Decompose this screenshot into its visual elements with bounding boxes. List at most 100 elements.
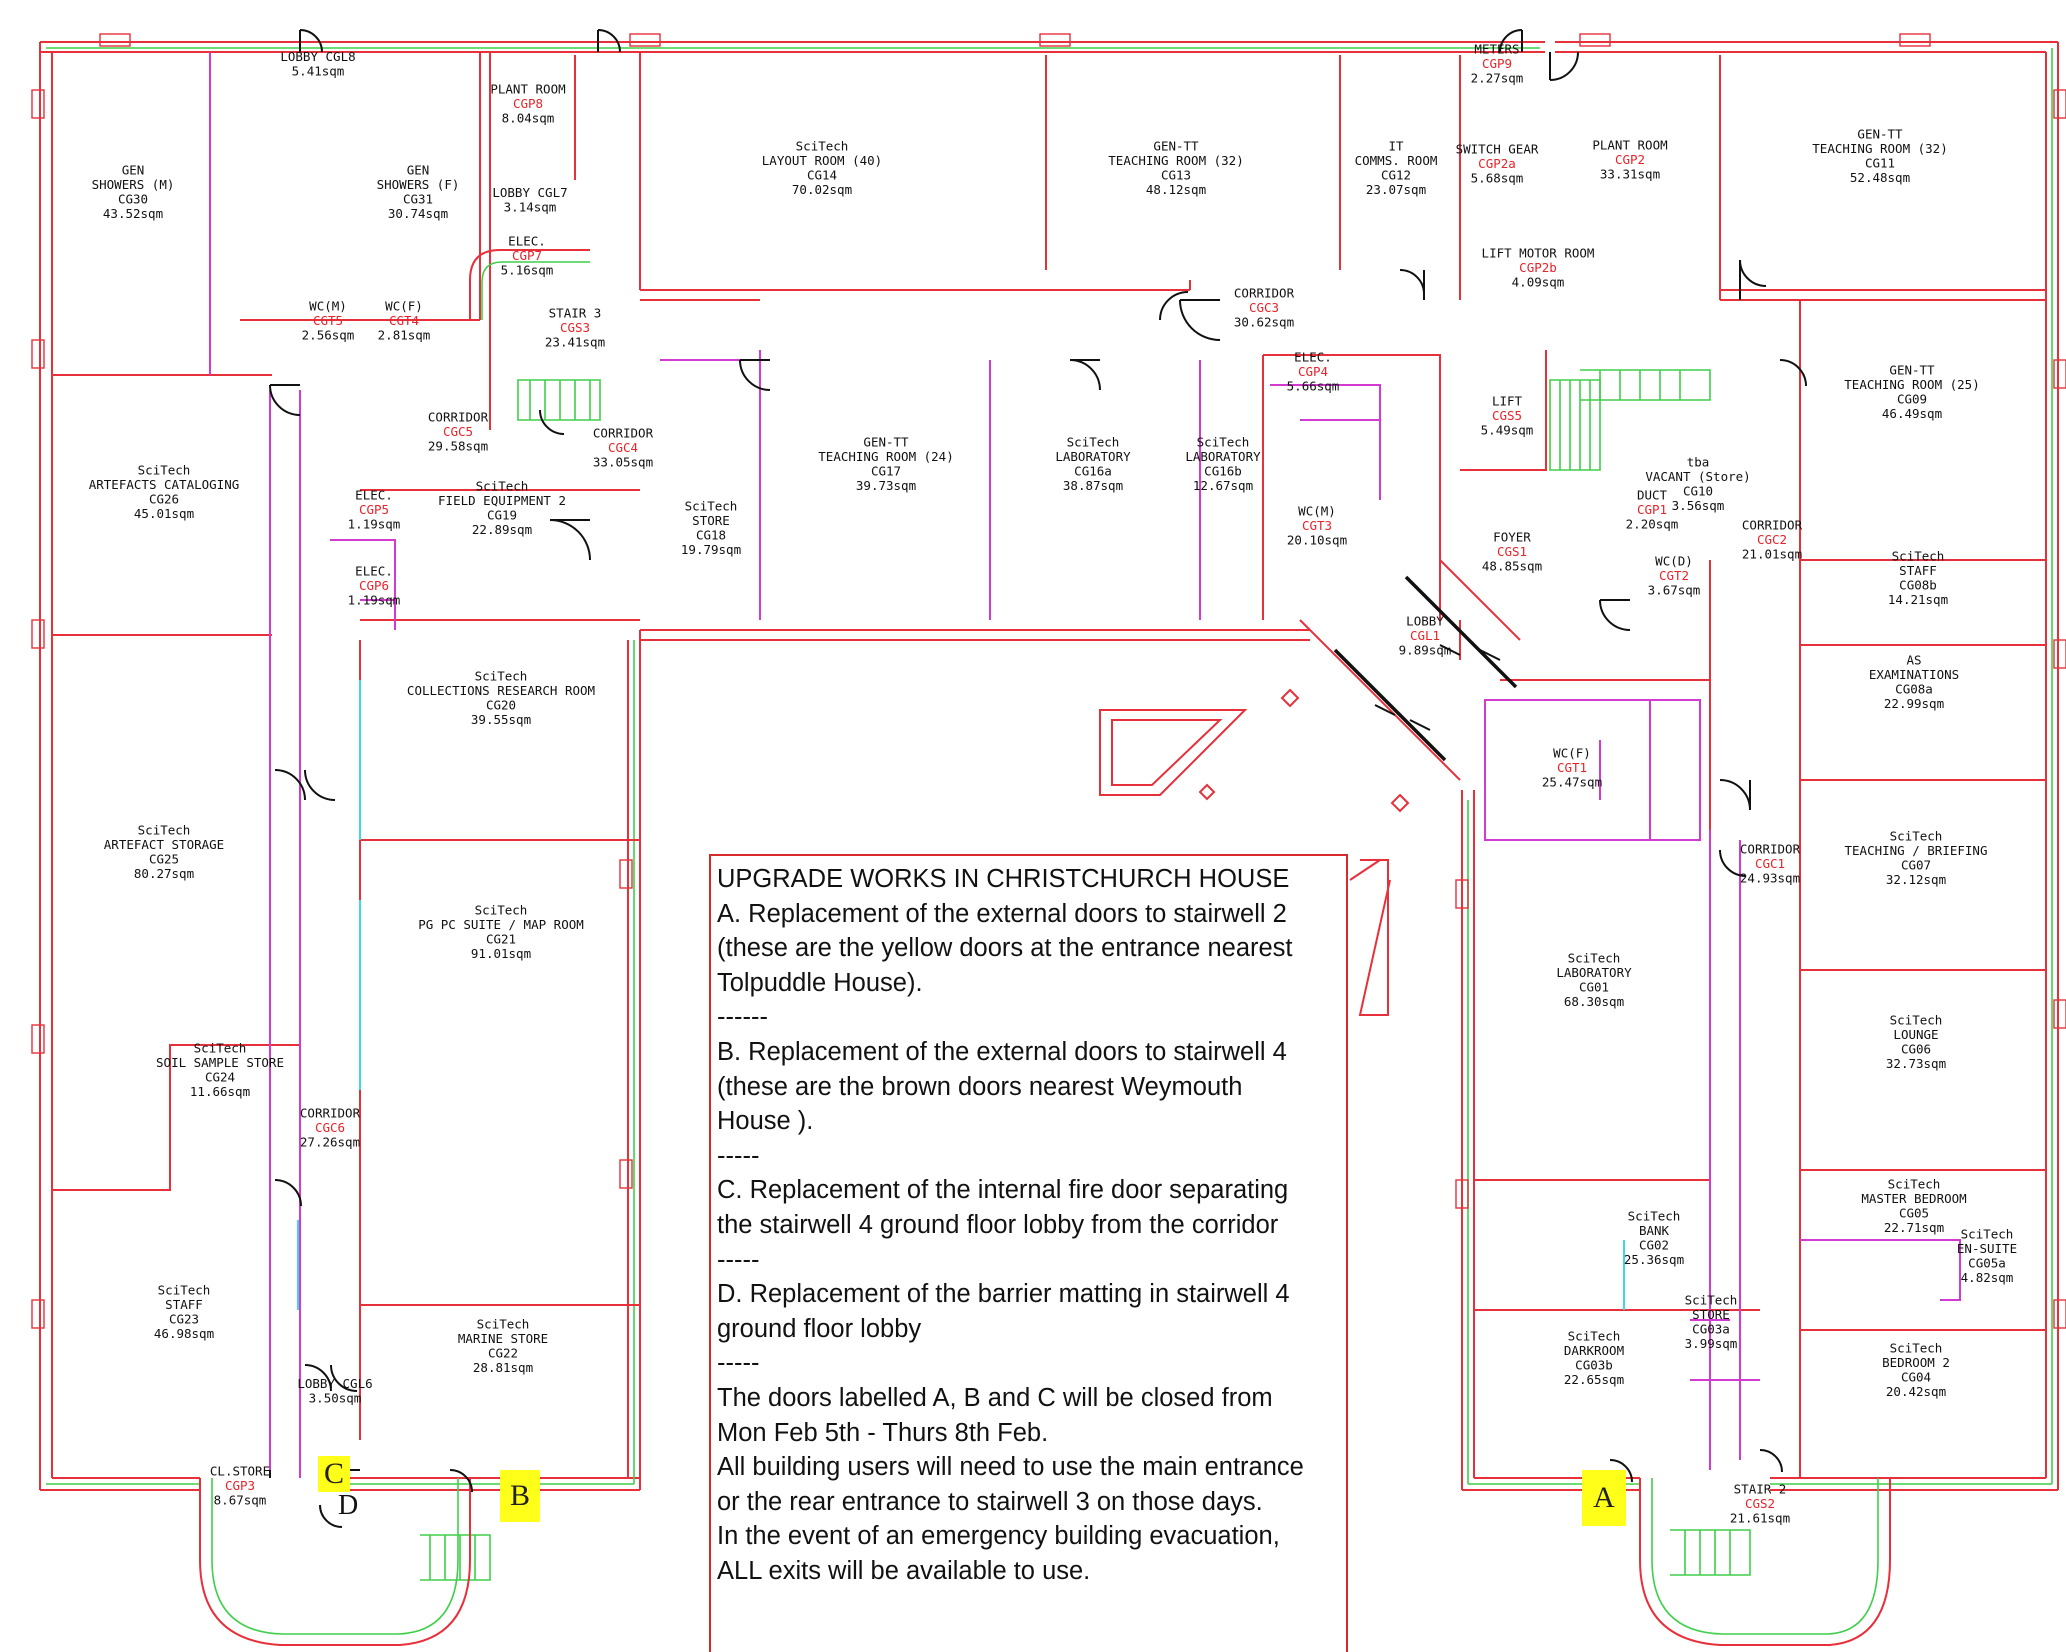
room-label-line: 22.65sqm	[1564, 1372, 1624, 1387]
notice-line: The doors labelled A, B and C will be cl…	[717, 1383, 1273, 1412]
room-label-line: TEACHING / BRIEFING	[1845, 843, 1988, 858]
room-label-line: STORE	[1692, 1307, 1730, 1322]
room-label-line: PG PC SUITE / MAP ROOM	[418, 917, 584, 932]
marker-b: B	[500, 1470, 540, 1522]
marker-c: C	[318, 1456, 350, 1492]
room-label-line: 19.79sqm	[681, 542, 741, 557]
room-label-line: CG13	[1161, 167, 1191, 182]
room-label-line: FOYER	[1493, 530, 1531, 545]
room-label-line: CG08b	[1899, 577, 1937, 592]
room-label-line: ELEC.	[508, 234, 546, 249]
room-label-line: ELEC.	[1294, 350, 1332, 365]
room-label-line: LOBBY CGL7	[492, 185, 567, 200]
room-label-line: 14.21sqm	[1888, 592, 1948, 607]
notice-line: In the event of an emergency building ev…	[717, 1522, 1280, 1551]
notice-title: UPGRADE WORKS IN CHRISTCHURCH HOUSE	[717, 865, 1290, 893]
room-label-line: LABORATORY	[1055, 449, 1131, 464]
room-label-line: 8.04sqm	[502, 111, 555, 126]
room-label-line: WC(M)	[1298, 504, 1336, 519]
room-label-line: WC(F)	[385, 299, 423, 314]
room-label-line: SciTech	[1568, 1328, 1621, 1343]
notice-line: Tolpuddle House).	[717, 968, 923, 997]
notice-line: B. Replacement of the external doors to …	[717, 1037, 1287, 1066]
room-label-line: BANK	[1639, 1223, 1670, 1238]
room-label-line: IT	[1388, 138, 1404, 153]
room-label-line: CGP5	[359, 502, 389, 517]
room-label-line: 3.99sqm	[1685, 1336, 1738, 1351]
room-label-line: 20.10sqm	[1287, 533, 1347, 548]
room-label-line: CORRIDOR	[1234, 286, 1295, 301]
room-label-line: DARKROOM	[1564, 1343, 1624, 1358]
room-label-line: 39.73sqm	[856, 478, 916, 493]
room-label-line: CG24	[205, 1069, 235, 1084]
room-label-line: 32.12sqm	[1886, 872, 1946, 887]
room-label-line: 8.67sqm	[214, 1493, 267, 1508]
room-label-line: LOBBY CGL6	[297, 1376, 372, 1391]
room-label-line: CG22	[488, 1345, 518, 1360]
room-label-line: STAFF	[165, 1297, 203, 1312]
room-label-line: CORRIDOR	[1742, 518, 1803, 533]
room-label-line: 1.19sqm	[348, 593, 401, 608]
notice-line: ground floor lobby	[717, 1314, 922, 1343]
room-label-line: 25.47sqm	[1542, 775, 1602, 790]
room-label-line: 2.27sqm	[1471, 71, 1524, 86]
room-label-line: 21.01sqm	[1742, 547, 1802, 562]
room-label-line: SciTech	[1890, 1012, 1943, 1027]
room-label-line: SciTech	[1890, 1340, 1943, 1355]
room-label-line: CG25	[149, 851, 179, 866]
room-label-line: 3.50sqm	[309, 1390, 362, 1405]
room-label-line: 38.87sqm	[1063, 478, 1123, 493]
room-label-line: SciTech	[1685, 1292, 1738, 1307]
marker-d: D	[338, 1490, 359, 1521]
room-label-line: CGS3	[560, 320, 590, 335]
room-label-line: CGT4	[389, 313, 419, 328]
room-label-line: 5.16sqm	[501, 263, 554, 278]
room-label-line: 91.01sqm	[471, 946, 531, 961]
room-label-line: CG10	[1683, 483, 1713, 498]
notice-line: D. Replacement of the barrier matting in…	[717, 1280, 1290, 1309]
room-label-line: SciTech	[194, 1040, 247, 1055]
room-label-line: CORRIDOR	[1740, 842, 1801, 857]
room-label-line: LABORATORY	[1185, 449, 1261, 464]
room-label-line: 28.81sqm	[473, 1360, 533, 1375]
room-label-line: 2.56sqm	[302, 328, 355, 343]
room-label-line: SciTech	[1890, 828, 1943, 843]
room-label-line: CL.STORE	[210, 1464, 270, 1479]
room-label-line: CGC1	[1755, 856, 1785, 871]
room-label-line: COMMS. ROOM	[1355, 153, 1438, 168]
room-label-line: CG20	[486, 697, 516, 712]
room-label-line: CG31	[403, 191, 433, 206]
room-label-line: CGT3	[1302, 518, 1332, 533]
room-label-line: CGT5	[313, 313, 343, 328]
room-label-line: CG19	[487, 507, 517, 522]
room-label-line: 27.26sqm	[300, 1135, 360, 1150]
room-label-line: CGP2b	[1519, 260, 1557, 275]
room-label-line: CG05a	[1968, 1255, 2006, 1270]
room-label-line: CGC4	[608, 440, 638, 455]
notice-line: (these are the yellow doors at the entra…	[717, 934, 1293, 963]
room-label-line: 3.56sqm	[1672, 498, 1725, 513]
room-label-line: CGP2	[1615, 152, 1645, 167]
